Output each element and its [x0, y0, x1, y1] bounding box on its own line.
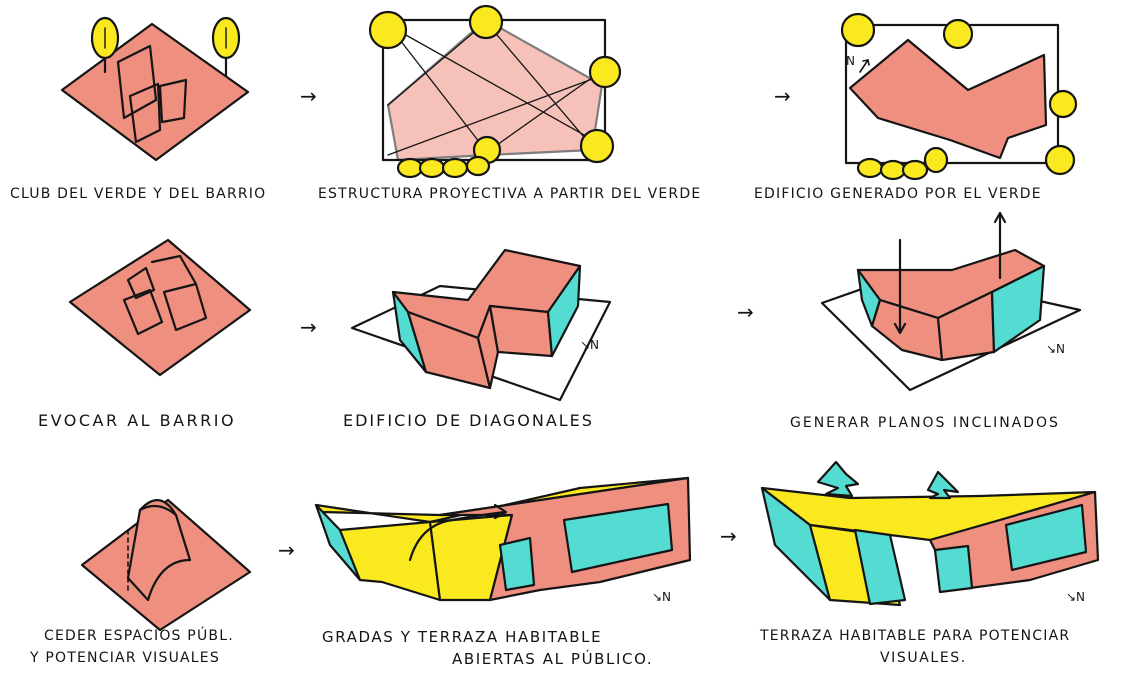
north-arrow-icon: ↘N	[1046, 342, 1066, 356]
north-arrow-icon: ↘N	[580, 338, 600, 352]
caption-diagonales: EDIFICIO DE DIAGONALES	[343, 411, 594, 430]
tree-icon	[942, 18, 974, 50]
tree-icon	[1044, 144, 1076, 176]
ceder-sketch	[80, 498, 252, 632]
arrow-icon: →	[720, 524, 737, 548]
caption-gradas-line1: GRADAS Y TERRAZA HABITABLE	[322, 628, 603, 646]
evocar-sketch	[68, 238, 252, 377]
caption-terraza-line1: TERRAZA HABITABLE PARA POTENCIAR	[760, 628, 1071, 644]
planos-sketch	[820, 211, 1082, 392]
tree-icon	[588, 55, 622, 89]
caption-planos: GENERAR PLANOS INCLINADOS	[790, 415, 1060, 431]
tree-icon	[368, 10, 408, 50]
tree-icon	[923, 146, 949, 174]
arrow-icon: →	[300, 315, 317, 339]
north-arrow-icon: ↘N	[652, 590, 672, 604]
tree-icon	[901, 159, 929, 181]
tree-icon	[465, 155, 491, 177]
gradas-sketch	[314, 476, 692, 602]
caption-edificio-generado: EDIFICIO GENERADO POR EL VERDE	[754, 186, 1042, 202]
caption-evocar: EVOCAR AL BARRIO	[38, 411, 237, 430]
tree-icon	[396, 157, 424, 179]
tree-icon	[879, 159, 907, 181]
tree-icon	[816, 460, 860, 498]
caption-club: CLUB DEL VERDE Y DEL BARRIO	[10, 186, 267, 202]
tree-icon	[418, 157, 446, 179]
estructura-sketch	[368, 4, 622, 179]
tree-icon	[441, 157, 469, 179]
tree-icon	[468, 4, 504, 40]
arrow-icon: →	[774, 84, 791, 108]
edificio-generado-sketch	[840, 12, 1078, 181]
tree-icon	[579, 128, 615, 164]
arrow-icon: →	[278, 538, 295, 562]
arrow-icon: →	[300, 84, 317, 108]
caption-terraza-line2: VISUALES.	[880, 650, 967, 666]
north-arrow-icon: ↘N	[1066, 590, 1086, 604]
caption-gradas-line2: ABIERTAS AL PÚBLICO.	[452, 650, 654, 668]
arrow-icon: →	[737, 300, 754, 324]
tree-icon	[926, 470, 960, 500]
tree-icon	[840, 12, 876, 48]
diagonales-sketch	[350, 248, 612, 402]
caption-estructura: ESTRUCTURA PROYECTIVA A PARTIR DEL VERDE	[318, 186, 702, 202]
caption-ceder-line2: Y POTENCIAR VISUALES	[30, 650, 220, 666]
tree-icon	[1048, 89, 1078, 119]
north-arrow-icon: N	[846, 54, 855, 68]
tree-icon	[856, 157, 884, 179]
terraza-sketch	[760, 460, 1100, 607]
club-sketch	[60, 16, 250, 162]
caption-ceder-line1: CEDER ESPACIOS PÚBL.	[44, 628, 234, 644]
